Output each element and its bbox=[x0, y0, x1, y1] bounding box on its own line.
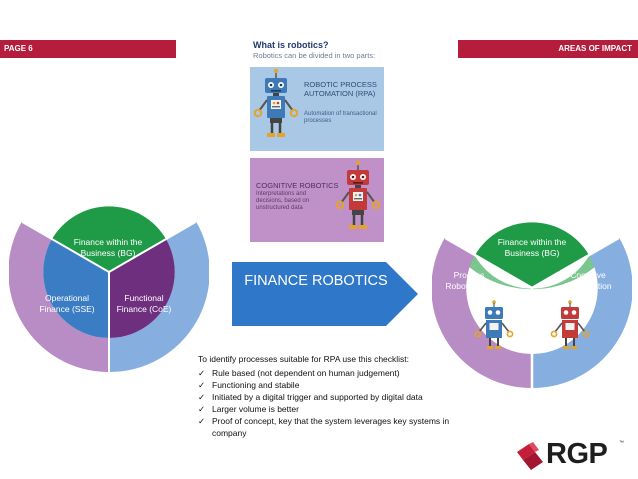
robotics-title: What is robotics? bbox=[253, 40, 329, 50]
checklist-item: ✓ Initiated by a digital trigger and supp… bbox=[198, 391, 450, 403]
rpa-checklist: To identify processes suitable for RPA u… bbox=[198, 353, 450, 439]
rgp-logo-trademark: ™ bbox=[619, 440, 624, 446]
checkmark-icon: ✓ bbox=[198, 416, 206, 426]
rpa-title: ROBOTIC PROCESS AUTOMATION (RPA) bbox=[304, 80, 377, 98]
rpa-description: Automation of transactional processes bbox=[304, 111, 377, 124]
left-wheel-left-label: Operational Finance (SSE) bbox=[39, 293, 95, 314]
rgp-logo-text: RGP bbox=[546, 438, 608, 470]
checklist-item-label: Initiated by a digital trigger and suppo… bbox=[212, 392, 423, 402]
right-wheel-outer-right bbox=[432, 238, 532, 388]
left-finance-wheel bbox=[9, 206, 209, 372]
blue-robot-icon bbox=[253, 68, 299, 137]
checklist-item: ✓ Proof of concept, key that the system l… bbox=[198, 415, 450, 439]
right-wheel-red-robot-icon bbox=[550, 300, 590, 349]
checklist-item: ✓ Larger volume is better bbox=[198, 403, 450, 415]
section-tag: AREAS OF IMPACT bbox=[458, 40, 638, 58]
rpa-card bbox=[250, 67, 384, 151]
page-number-tag: PAGE 6 bbox=[0, 40, 176, 58]
robotics-subtitle: Robotics can be divided in two parts: bbox=[253, 51, 376, 60]
right-wheel-blue-robot-icon bbox=[474, 300, 514, 349]
rgp-logo-mark-icon bbox=[517, 442, 543, 470]
left-wheel-inner-left bbox=[43, 239, 110, 338]
checklist-item-label: Larger volume is better bbox=[212, 404, 299, 414]
checklist-item-label: Functioning and stabile bbox=[212, 380, 300, 390]
finance-robotics-arrow bbox=[232, 262, 418, 326]
right-wheel-top-label: Finance within the Business (BG) bbox=[497, 237, 567, 258]
right-finance-wheel bbox=[432, 222, 632, 388]
checklist-intro: To identify processes suitable for RPA u… bbox=[198, 354, 410, 364]
left-wheel-outer-right bbox=[9, 222, 109, 372]
left-wheel-inner-right bbox=[109, 239, 175, 338]
checklist-item: ✓ Functioning and stabile bbox=[198, 379, 450, 391]
checklist-item: ✓ Rule based (not dependent on human judg… bbox=[198, 367, 450, 379]
left-wheel-top-label: Finance within the Business (BG) bbox=[73, 237, 143, 258]
checkmark-icon: ✓ bbox=[198, 380, 206, 390]
right-wheel-left-label: Process Robotisation bbox=[445, 270, 493, 291]
checkmark-icon: ✓ bbox=[198, 392, 206, 402]
right-wheel-right-label: Cognitive Robotisation bbox=[564, 270, 612, 291]
red-robot-icon bbox=[335, 160, 381, 229]
left-wheel-right-label: Functional Finance (CoE) bbox=[116, 293, 172, 314]
cognitive-card bbox=[250, 158, 384, 242]
checkmark-icon: ✓ bbox=[198, 368, 206, 378]
arrow-label: FINANCE ROBOTICS bbox=[244, 273, 388, 289]
checklist-item-label: Proof of concept, key that the system le… bbox=[212, 416, 450, 438]
checkmark-icon: ✓ bbox=[198, 404, 206, 414]
right-wheel-outer-left bbox=[532, 238, 632, 388]
cognitive-description: Interpretations and decisions, based on … bbox=[256, 191, 310, 211]
right-wheel-outer-top bbox=[444, 238, 620, 290]
left-wheel-outer-left bbox=[109, 222, 209, 372]
checklist-item-label: Rule based (not dependent on human judge… bbox=[212, 368, 400, 378]
cognitive-title: COGNITIVE ROBOTICS bbox=[256, 181, 339, 190]
